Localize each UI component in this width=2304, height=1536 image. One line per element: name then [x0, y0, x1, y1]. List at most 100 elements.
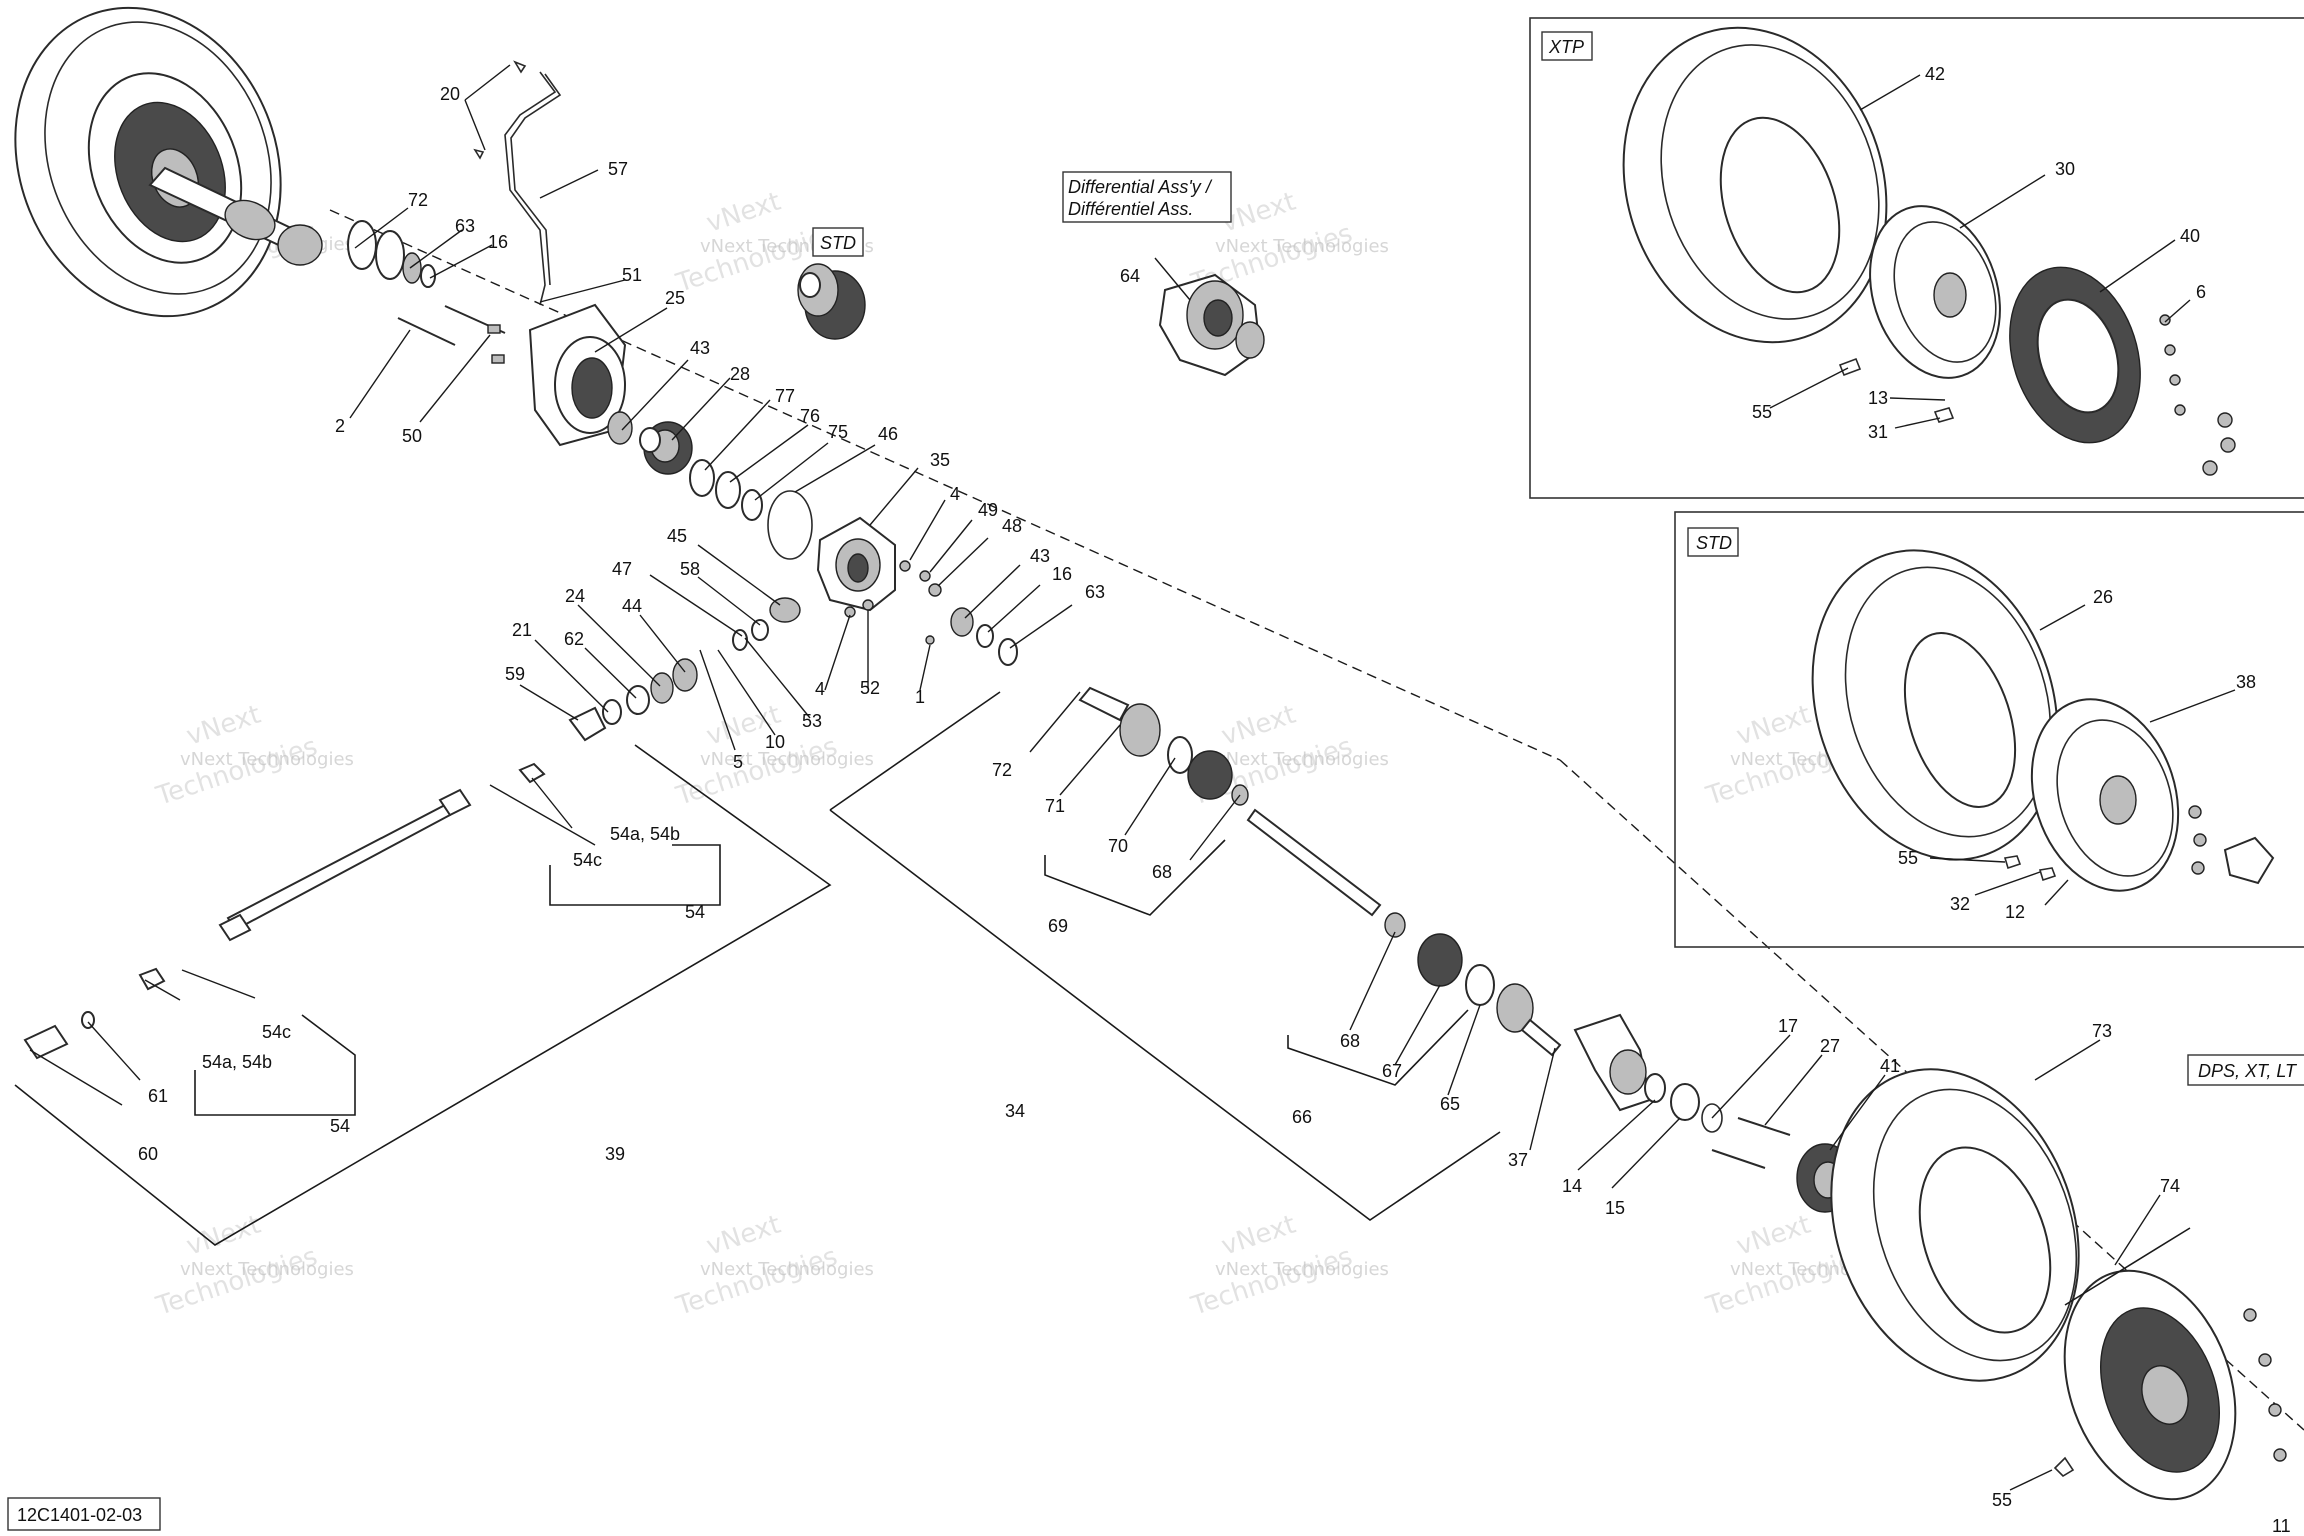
- bearing-24: [650, 672, 674, 704]
- callout-11: 11: [2272, 1516, 2291, 1536]
- callout-66: 66: [1292, 1107, 1312, 1127]
- differential-assembly-64: [1158, 273, 1265, 377]
- watermark-text: Technologies: [672, 732, 841, 812]
- circlip-14: [1644, 1073, 1666, 1103]
- callout-68: 68: [1340, 1031, 1360, 1051]
- washer-49: [919, 570, 931, 582]
- watermark-text: vNext Technologies: [1215, 236, 1389, 257]
- differential-title-line1: Differential Ass'y /: [1068, 177, 1213, 197]
- differential-title-box: [1062, 171, 1232, 223]
- bearing-44: [672, 658, 698, 692]
- stud-27b: [1711, 1149, 1766, 1169]
- shim-76: [715, 471, 741, 509]
- callout-62: 62: [564, 629, 584, 649]
- callout-54: 54: [685, 902, 705, 922]
- callout-26: 26: [2093, 587, 2113, 607]
- callout-54c: 54c: [573, 850, 602, 870]
- bearing-15: [1670, 1083, 1700, 1121]
- callout-48: 48: [1002, 516, 1022, 536]
- callout-42: 42: [1925, 64, 1945, 84]
- callout-37: 37: [1508, 1150, 1528, 1170]
- u-joint-54a: [518, 762, 546, 784]
- std-small-tag: [812, 227, 864, 257]
- stud-27a: [1737, 1117, 1791, 1136]
- watermark-text: vNext Technologies: [180, 749, 354, 770]
- figure-number-box: [7, 1497, 161, 1531]
- bearing-43a: [607, 411, 633, 445]
- watermark-logo: vNext: [703, 1210, 785, 1262]
- callout-10: 10: [765, 732, 785, 752]
- callout-54a-54b: 54a, 54b: [610, 824, 680, 844]
- callout-1: 1: [915, 687, 925, 707]
- callout-31: 31: [1868, 422, 1888, 442]
- callout-43: 43: [1030, 546, 1050, 566]
- left-cv-boot: [224, 199, 276, 241]
- watermark-text: Technologies: [672, 1242, 841, 1322]
- watermark-logo: vNext: [1218, 1210, 1300, 1262]
- watermark-text: vNext Technologies: [1215, 749, 1389, 770]
- callout-2: 2: [335, 416, 345, 436]
- callout-68: 68: [1152, 862, 1172, 882]
- callout-50: 50: [402, 426, 422, 446]
- callout-28: 28: [730, 364, 750, 384]
- bolt-1: [925, 635, 935, 645]
- circlip-61: [81, 1011, 95, 1029]
- o-ring-46: [767, 490, 813, 560]
- watermark-text: vNext Technologies: [700, 1259, 874, 1280]
- seal-62: [626, 685, 650, 715]
- callout-75: 75: [828, 422, 848, 442]
- std-tag: [1687, 527, 1739, 557]
- callout-16: 16: [1052, 564, 1072, 584]
- callout-14: 14: [1562, 1176, 1582, 1196]
- callout-54a-54b: 54a, 54b: [202, 1052, 272, 1072]
- callout-6: 6: [2196, 282, 2206, 302]
- callout-74: 74: [2160, 1176, 2180, 1196]
- bearing-43b: [950, 607, 974, 637]
- u-joint-54b: [138, 967, 166, 991]
- callout-5: 5: [733, 752, 743, 772]
- watermark-logo: vNext: [703, 187, 785, 239]
- callout-17: 17: [1778, 1016, 1798, 1036]
- yoke-60: [23, 1024, 69, 1060]
- callout-63: 63: [455, 216, 475, 236]
- callout-12: 12: [2005, 902, 2025, 922]
- callout-40: 40: [2180, 226, 2200, 246]
- differential-housing-right: [816, 516, 896, 612]
- callout-73: 73: [2092, 1021, 2112, 1041]
- callout-39: 39: [605, 1144, 625, 1164]
- std-wheel: [1811, 549, 2275, 892]
- callout-70: 70: [1108, 836, 1128, 856]
- callout-54: 54: [330, 1116, 350, 1136]
- wheel-dps-xt-lt: [1830, 1068, 2287, 1501]
- watermark-logo: vNext: [1218, 700, 1300, 752]
- nut-48: [928, 583, 942, 597]
- watermark-logo: vNext: [183, 700, 265, 752]
- bolt-2: [397, 317, 456, 346]
- watermark-logo: vNext: [1733, 700, 1815, 752]
- callout-65: 65: [1440, 1094, 1460, 1114]
- clamp-20: [513, 60, 527, 74]
- callout-21: 21: [512, 620, 532, 640]
- watermark-logo: vNext: [183, 1210, 265, 1262]
- nut-47: [732, 629, 748, 651]
- ring-21: [602, 699, 622, 725]
- seal-63b: [998, 638, 1018, 666]
- leader-lines: [29, 64, 2236, 1491]
- oil-seal-72-ring: [375, 230, 405, 280]
- callout-72: 72: [408, 190, 428, 210]
- callout-20: 20: [440, 84, 460, 104]
- callout-51: 51: [622, 265, 642, 285]
- callout-4: 4: [815, 679, 825, 699]
- stud-50a: [487, 324, 501, 334]
- dps-tag: [2187, 1054, 2304, 1086]
- ring-gear-28: [797, 263, 866, 340]
- callout-38: 38: [2236, 672, 2256, 692]
- callout-46: 46: [878, 424, 898, 444]
- shim-75: [741, 489, 763, 521]
- watermark-text: vNext Technologies: [1215, 1259, 1389, 1280]
- bolt-52b: [862, 599, 874, 611]
- callout-61: 61: [148, 1086, 168, 1106]
- std-tag-label: STD: [1696, 533, 1732, 553]
- ring-16b: [976, 624, 994, 648]
- callout-71: 71: [1045, 796, 1065, 816]
